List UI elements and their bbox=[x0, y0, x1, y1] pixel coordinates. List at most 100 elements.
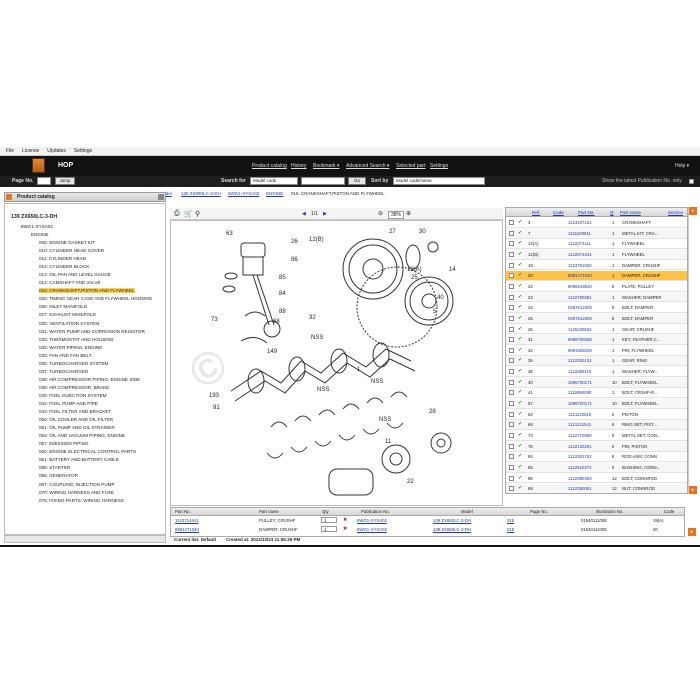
search-field-select[interactable]: Model code bbox=[250, 177, 298, 185]
row-part-no[interactable]: 1115990090 bbox=[568, 390, 592, 396]
row-part-no[interactable]: 1122510374 bbox=[568, 464, 592, 470]
qty-input[interactable] bbox=[321, 526, 337, 532]
tree-item[interactable]: 037: TURBOCHARGER bbox=[39, 368, 89, 374]
menu-license[interactable]: License bbox=[22, 148, 40, 154]
diagram-callout[interactable]: 5 bbox=[433, 309, 437, 315]
diagram-callout[interactable]: 11 bbox=[385, 439, 392, 445]
row-part-no[interactable]: 1122390051 bbox=[568, 486, 592, 492]
row-checkbox[interactable] bbox=[509, 422, 514, 428]
diagram-callout[interactable]: 30 bbox=[419, 229, 426, 235]
diagram-callout[interactable]: 63 bbox=[226, 231, 233, 237]
diagram-callout[interactable]: 28 bbox=[429, 409, 436, 415]
collapse-icon[interactable] bbox=[158, 194, 164, 200]
tree-item[interactable]: 012: CYLINDER BLOCK bbox=[39, 264, 90, 270]
tree-item[interactable]: 051: OIL PUMP AND OIL STRAINER bbox=[39, 425, 115, 431]
row-checkbox[interactable] bbox=[509, 411, 514, 417]
help-menu[interactable]: Help ▾ bbox=[675, 163, 690, 169]
sel-page-no[interactable]: 015 bbox=[507, 527, 515, 532]
nav-bookmark[interactable]: Bookmark ▾ bbox=[313, 163, 340, 169]
row-checkbox[interactable] bbox=[509, 433, 514, 438]
remove-from-list-icon[interactable]: ▸ bbox=[688, 528, 696, 536]
diagram-callout[interactable]: NSS bbox=[371, 379, 383, 385]
qty-input[interactable] bbox=[321, 517, 337, 523]
col-service[interactable]: Service bbox=[668, 210, 684, 215]
row-part-no[interactable]: 1096700171 bbox=[568, 401, 592, 407]
tree-item[interactable]: 060: ENGINE ELECTRICAL CONTROL PARTS bbox=[39, 449, 137, 455]
tree-item[interactable]: 035: TURBOCHARGER SYSTEM bbox=[39, 360, 109, 366]
row-checkbox[interactable] bbox=[509, 315, 514, 321]
row-checkbox[interactable] bbox=[509, 401, 514, 407]
diagram-callout[interactable]: 84 bbox=[279, 291, 286, 297]
diagram-callout[interactable]: 40 bbox=[437, 295, 444, 301]
diagram-callout[interactable]: 149 bbox=[267, 349, 278, 355]
tree-item[interactable]: 061: BATTERY AND BATTERY CABLE bbox=[39, 457, 119, 463]
breadcrumb-model[interactable]: 139 ZX650LC-3-DH bbox=[181, 191, 221, 196]
row-part-no[interactable]: 8096519620 bbox=[568, 283, 592, 289]
diagram-callout[interactable]: NSS bbox=[379, 417, 391, 423]
col-part-name[interactable]: Part name bbox=[620, 210, 641, 215]
row-part-no[interactable]: 1122360110 bbox=[568, 369, 592, 375]
sel-publication[interactable]: 6WG1-XYSA02 bbox=[357, 518, 387, 523]
nav-advanced-search[interactable]: Advanced Search ▾ bbox=[346, 163, 390, 169]
tree-item[interactable]: 032: WATER PIPING; ENGINE bbox=[39, 344, 103, 350]
tree-engine-model[interactable]: 6WG1-XYSA02 bbox=[21, 224, 53, 229]
row-checkbox[interactable] bbox=[509, 262, 514, 268]
row-checkbox[interactable] bbox=[509, 443, 514, 449]
tree-item[interactable]: 075: FIXING PARTS; WIRING HARNESS bbox=[39, 497, 124, 503]
row-part-no[interactable]: 9091508160 bbox=[568, 347, 592, 353]
row-part-no[interactable]: 1125230632 bbox=[568, 326, 592, 332]
row-part-no[interactable]: 0287612300 bbox=[568, 315, 592, 321]
prev-page-button[interactable]: ◀ bbox=[302, 211, 306, 217]
go-button[interactable]: Go bbox=[348, 177, 366, 185]
zoom-level[interactable]: 38% bbox=[388, 211, 405, 219]
diagram-callout[interactable]: 14 bbox=[449, 267, 456, 273]
delete-icon[interactable]: ✖ bbox=[343, 517, 348, 523]
col-part-no[interactable]: Part No. bbox=[578, 210, 595, 215]
add-to-list-icon[interactable]: ▸ bbox=[689, 486, 697, 494]
print-icon[interactable]: ⎙ bbox=[174, 210, 180, 217]
row-part-no[interactable]: 1122374441 bbox=[568, 251, 592, 257]
page-no-input[interactable] bbox=[37, 177, 51, 185]
col-qty[interactable]: Q bbox=[610, 210, 614, 215]
tree-item[interactable]: 043: FUEL FILTER AND BRACKET bbox=[39, 409, 112, 415]
tree-item[interactable]: 025: INLET MANIFOLD bbox=[39, 304, 88, 310]
menu-file[interactable]: File bbox=[6, 148, 15, 154]
row-checkbox[interactable] bbox=[509, 347, 514, 353]
diagram-callout[interactable]: NSS bbox=[311, 335, 323, 341]
tree-item[interactable]: 031: WATER PUMP AND CORROSION RESISTOR bbox=[39, 328, 145, 334]
row-checkbox[interactable] bbox=[509, 369, 514, 375]
row-checkbox[interactable] bbox=[509, 305, 514, 311]
diagram-callout[interactable]: 1 bbox=[357, 367, 361, 373]
tree-item[interactable]: 050: OIL COOLER AND OIL FILTER bbox=[39, 417, 114, 423]
search-icon[interactable]: ⚲ bbox=[195, 211, 201, 218]
row-checkbox[interactable] bbox=[509, 486, 514, 492]
sort-by-select[interactable]: Model code/name bbox=[393, 177, 485, 185]
sel-model[interactable]: 139 ZX650LC-3-DH bbox=[433, 527, 471, 532]
breadcrumb-engine-model[interactable]: 6WG1-XYSA02 bbox=[228, 191, 260, 196]
row-checkbox[interactable] bbox=[509, 464, 514, 470]
row-part-no[interactable]: 1123107151 bbox=[568, 220, 592, 225]
row-checkbox[interactable] bbox=[509, 337, 514, 343]
tree-item[interactable]: 040: FUEL INJECTION SYSTEM bbox=[39, 392, 107, 398]
tree-item[interactable]: 070: WIRING HARNESS AND FUSE bbox=[39, 489, 115, 495]
sel-model[interactable]: 139 ZX650LC-3-DH bbox=[433, 518, 471, 523]
row-checkbox[interactable] bbox=[509, 294, 514, 300]
tree-item[interactable]: 015: CRANKSHAFT,PISTON AND FLYWHEEL bbox=[39, 288, 135, 294]
tree-group[interactable]: ENGINE bbox=[31, 232, 49, 237]
diagram-callout[interactable]: 27 bbox=[389, 229, 396, 235]
row-part-no[interactable]: 0287612300 bbox=[568, 305, 592, 311]
